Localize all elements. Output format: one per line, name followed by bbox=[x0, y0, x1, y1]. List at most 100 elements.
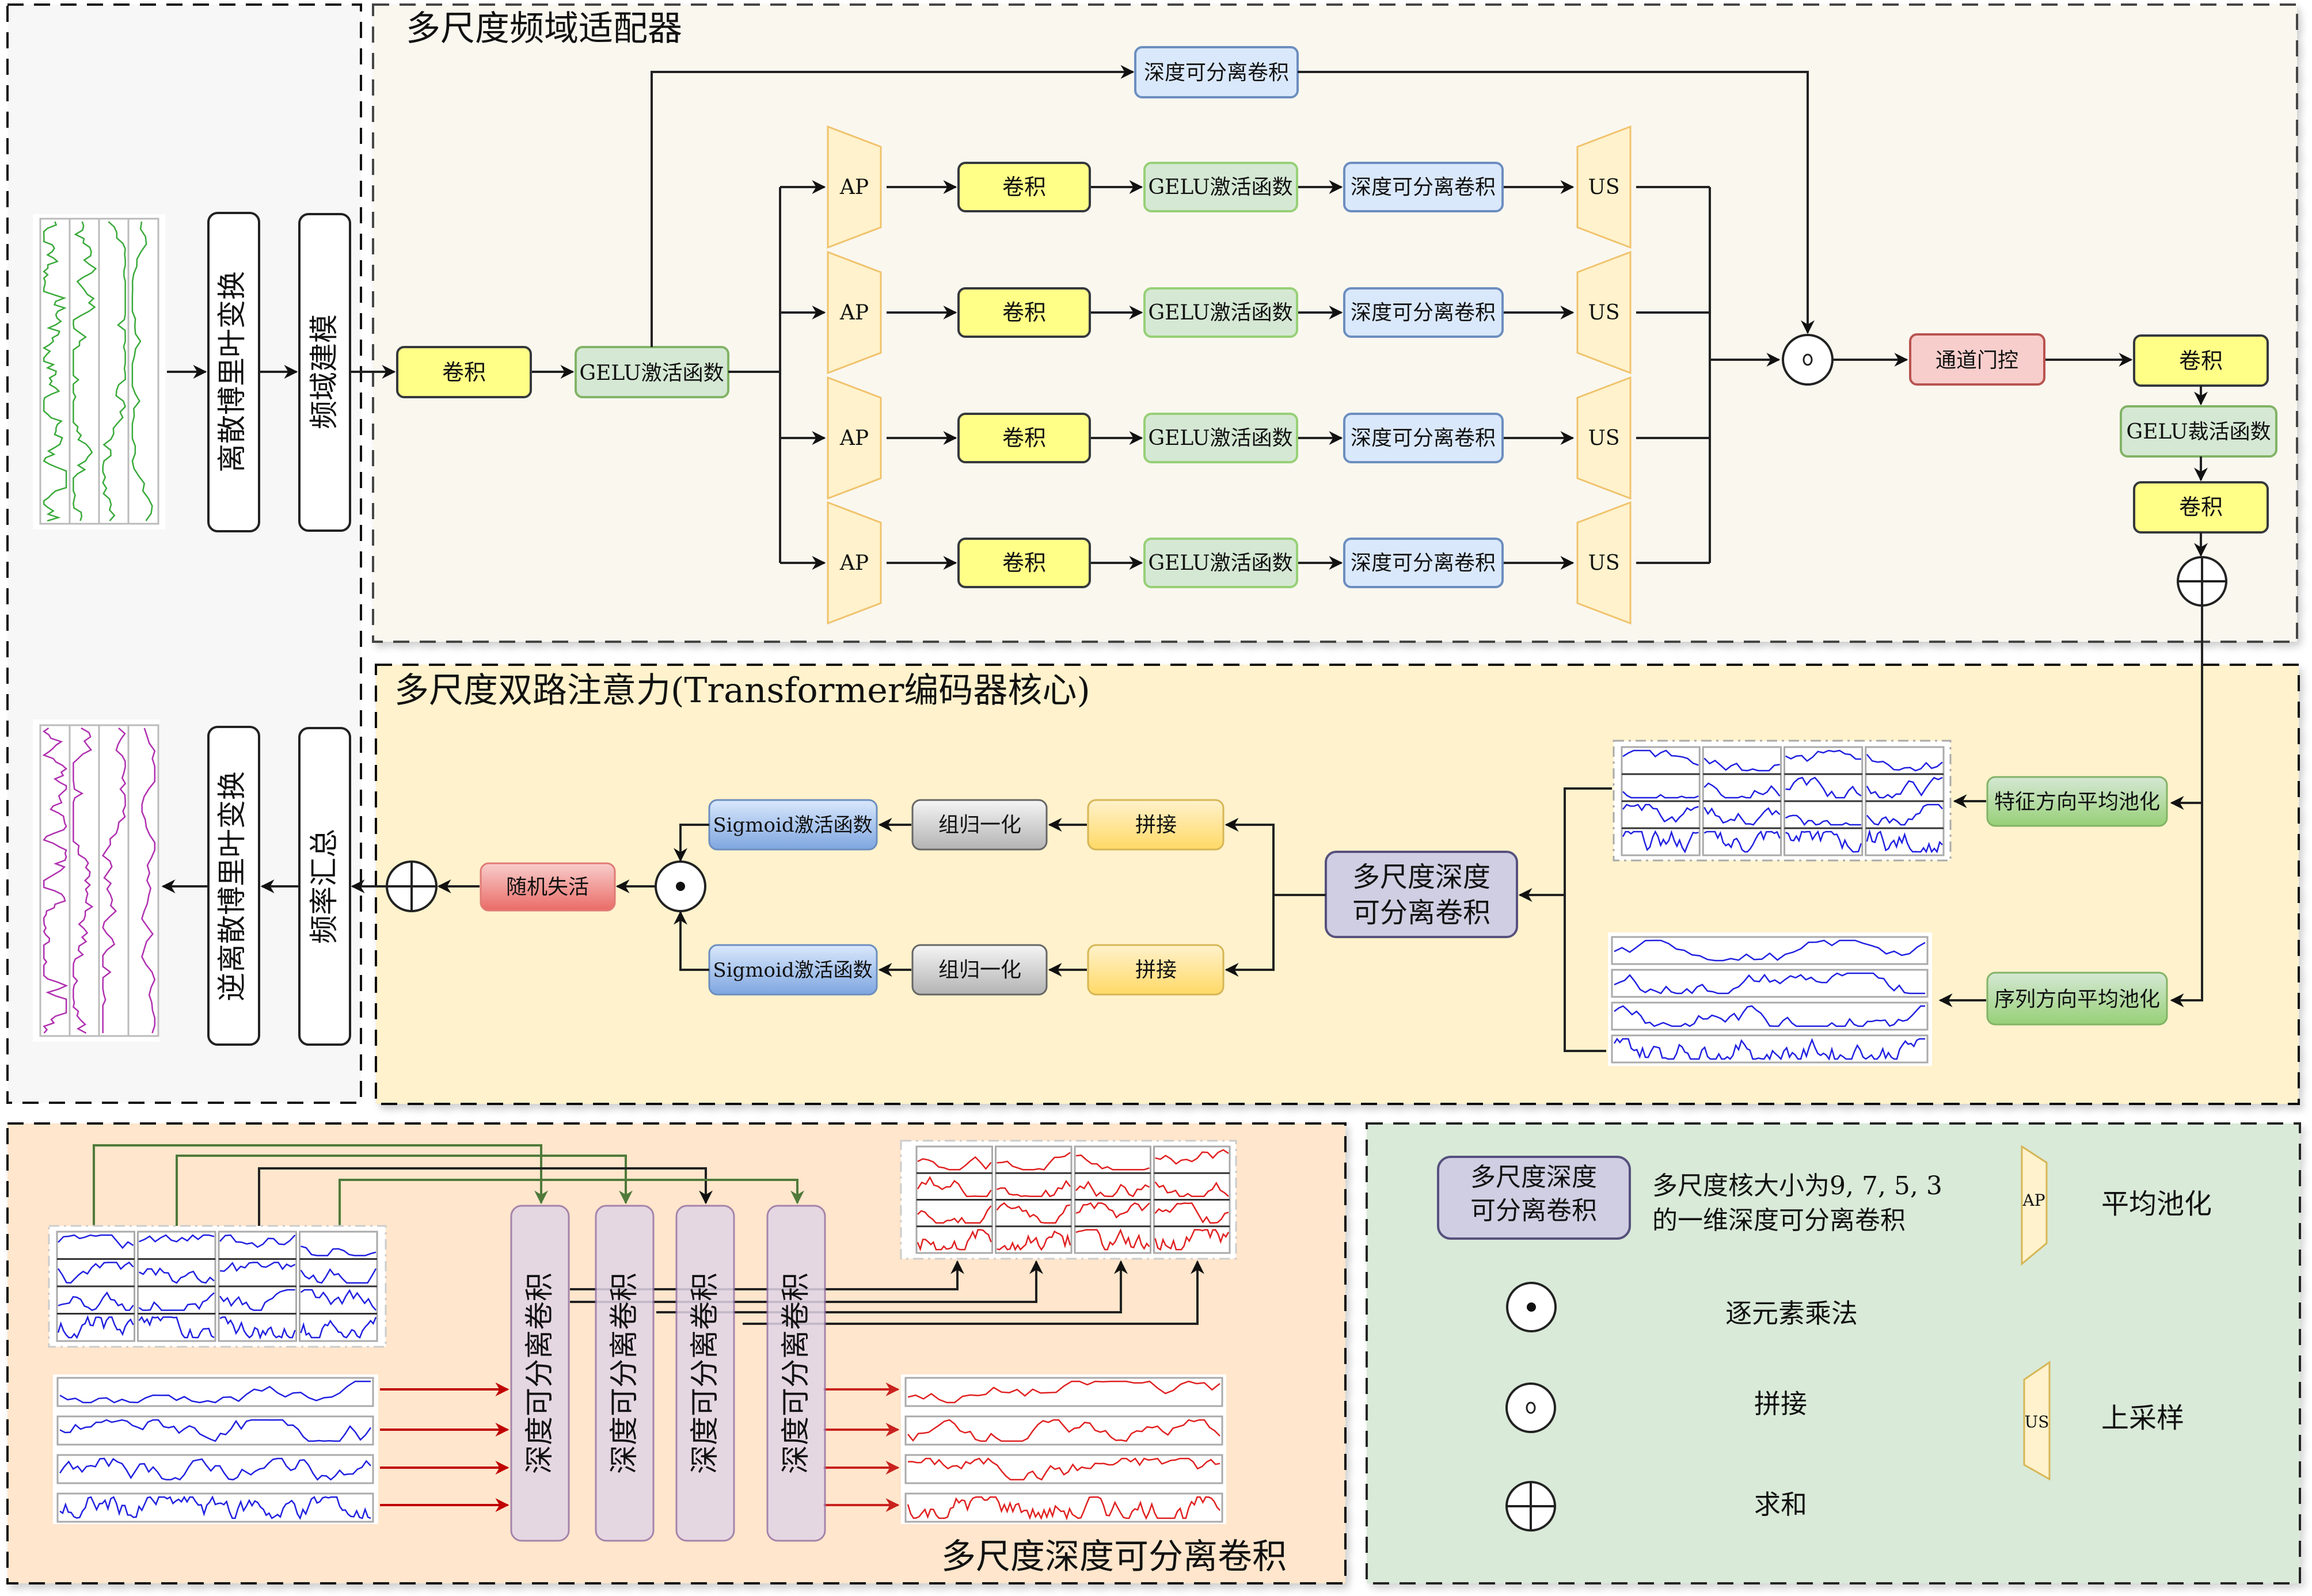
branch-gelu-box[interactable]: GELU激活函数 bbox=[1143, 538, 1298, 588]
signal-trace bbox=[917, 1229, 992, 1252]
signal-trace bbox=[907, 1457, 1220, 1481]
signal-trace bbox=[57, 1261, 134, 1284]
adapter-gelu-out[interactable]: GELU裁活函数 bbox=[2120, 405, 2277, 458]
adapter-top-dsc[interactable]: 深度可分离卷积 bbox=[1134, 46, 1299, 98]
signal-trace bbox=[1614, 1005, 1925, 1027]
adapter-branch: AP 卷积 GELU激活函数 深度可分离卷积 US bbox=[780, 501, 1710, 625]
legend-mul-symbol bbox=[1506, 1282, 1557, 1332]
signal-trace bbox=[59, 1380, 371, 1404]
upsample-label: US bbox=[1588, 301, 1619, 325]
upsample-trapezoid[interactable]: US bbox=[1576, 376, 1632, 500]
branch-conv-box[interactable]: 卷积 bbox=[957, 538, 1091, 588]
signal-trace bbox=[917, 1176, 992, 1197]
signal-trace bbox=[1622, 803, 1699, 823]
legend-us-desc: 上采样 bbox=[2101, 1402, 2184, 1434]
adapter-conv-out1-label: 卷积 bbox=[2179, 348, 2223, 374]
legend-msdsc-line1: 多尺度深度 bbox=[1470, 1163, 1597, 1192]
signal-trace bbox=[907, 1380, 1220, 1404]
legend-ap-symbol: AP bbox=[2021, 1145, 2048, 1266]
upsample-trapezoid[interactable]: US bbox=[1576, 501, 1632, 625]
signal-trace bbox=[1154, 1181, 1229, 1197]
channel-gate-box[interactable]: 通道门控 bbox=[1909, 333, 2045, 386]
branch-conv-box[interactable]: 卷积 bbox=[957, 413, 1091, 463]
signal-trace bbox=[1613, 1037, 1925, 1061]
adapter-gelu-in[interactable]: GELU激活函数 bbox=[575, 346, 729, 398]
adapter-top-dsc-label: 深度可分离卷积 bbox=[1144, 61, 1289, 85]
avg-pool-trapezoid[interactable]: AP bbox=[827, 501, 882, 625]
msdsc-column-label: 深度可分离卷积 bbox=[688, 1273, 721, 1474]
signal-trace bbox=[73, 221, 97, 521]
upper-norm-box[interactable]: 组归一化 bbox=[911, 799, 1048, 851]
dropout-box[interactable]: 随机失活 bbox=[480, 862, 616, 912]
signal-trace bbox=[59, 1457, 371, 1481]
upsample-label: US bbox=[1588, 551, 1619, 575]
dft-box[interactable]: 离散博里叶变换 bbox=[207, 212, 260, 532]
legend-msdsc-line2: 可分离卷积 bbox=[1470, 1196, 1597, 1225]
lower-norm-box[interactable]: 组归一化 bbox=[911, 944, 1048, 996]
avg-pool-trapezoid[interactable]: AP bbox=[827, 125, 882, 249]
adapter-conv-out2-label: 卷积 bbox=[2179, 494, 2223, 520]
msdsc-column[interactable]: 深度可分离卷积 bbox=[595, 1205, 655, 1542]
legend-us-text: US bbox=[2025, 1412, 2049, 1431]
branch-conv-box[interactable]: 卷积 bbox=[957, 287, 1091, 338]
signal-trace bbox=[300, 1289, 377, 1311]
freq-sum-label: 频率汇总 bbox=[307, 829, 341, 944]
lower-concat-box[interactable]: 拼接 bbox=[1087, 944, 1225, 996]
branch-gelu-label: GELU激活函数 bbox=[1148, 301, 1292, 325]
signal-trace bbox=[1622, 791, 1699, 799]
residual-sum-node bbox=[386, 860, 438, 912]
signal-trace bbox=[300, 1317, 377, 1339]
branch-dsc-box[interactable]: 深度可分离卷积 bbox=[1343, 538, 1504, 588]
avg-pool-label: AP bbox=[839, 426, 869, 450]
branch-dsc-label: 深度可分离卷积 bbox=[1351, 551, 1496, 575]
signal-trace bbox=[1154, 1202, 1229, 1224]
adapter-conv-out2[interactable]: 卷积 bbox=[2133, 481, 2269, 534]
lower-sigmoid-box[interactable]: Sigmoid激活函数 bbox=[708, 944, 878, 996]
branch-dsc-box[interactable]: 深度可分离卷积 bbox=[1343, 287, 1504, 338]
upper-concat-box[interactable]: 拼接 bbox=[1087, 799, 1225, 851]
freq-modeling-box[interactable]: 频域建模 bbox=[298, 213, 351, 532]
branch-gelu-label: GELU激活函数 bbox=[1148, 176, 1292, 199]
signal-trace bbox=[1075, 1180, 1150, 1198]
attention-msdsc-box[interactable]: 多尺度深度 可分离卷积 bbox=[1325, 851, 1518, 938]
signal-trace bbox=[917, 1205, 992, 1224]
branch-dsc-box[interactable]: 深度可分离卷积 bbox=[1343, 413, 1504, 463]
idft-box[interactable]: 逆离散博里叶变换 bbox=[207, 726, 260, 1046]
signal-trace bbox=[997, 1230, 1071, 1251]
signal-trace bbox=[1622, 829, 1699, 854]
msdsc-column[interactable]: 深度可分离卷积 bbox=[675, 1205, 735, 1542]
branch-dsc-box[interactable]: 深度可分离卷积 bbox=[1343, 162, 1504, 212]
signal-trace bbox=[300, 1268, 377, 1284]
strip-frame bbox=[904, 1415, 1223, 1446]
branch-gelu-box[interactable]: GELU激活函数 bbox=[1143, 413, 1298, 463]
signal-trace bbox=[138, 1316, 215, 1339]
sequence-pool-box[interactable]: 序列方向平均池化 bbox=[1986, 972, 2168, 1026]
branch-gelu-box[interactable]: GELU激活函数 bbox=[1143, 162, 1298, 212]
legend-msdsc-symbol: 多尺度深度 可分离卷积 bbox=[1437, 1156, 1631, 1240]
branch-conv-box[interactable]: 卷积 bbox=[957, 162, 1091, 212]
msdsc-column[interactable]: 深度可分离卷积 bbox=[766, 1205, 826, 1542]
feature-pool-box[interactable]: 特征方向平均池化 bbox=[1986, 776, 2168, 827]
msdsc-column[interactable]: 深度可分离卷积 bbox=[510, 1205, 570, 1542]
adapter-sum-node bbox=[2177, 556, 2227, 607]
strip-frame bbox=[904, 1492, 1223, 1523]
attention-msdsc-line1: 多尺度深度 bbox=[1352, 861, 1490, 893]
strip-frame bbox=[904, 1454, 1223, 1484]
concat-node bbox=[1782, 334, 1834, 386]
signal-trace bbox=[1622, 749, 1699, 766]
adapter-conv-out1[interactable]: 卷积 bbox=[2133, 334, 2269, 387]
branch-gelu-label: GELU激活函数 bbox=[1148, 551, 1292, 575]
signal-trace bbox=[917, 1156, 992, 1171]
freq-sum-box[interactable]: 频率汇总 bbox=[298, 727, 351, 1046]
branch-gelu-label: GELU激活函数 bbox=[1148, 426, 1292, 450]
upsample-trapezoid[interactable]: US bbox=[1576, 125, 1632, 249]
signal-trace bbox=[59, 1419, 372, 1442]
signal-trace bbox=[57, 1315, 134, 1339]
avg-pool-trapezoid[interactable]: AP bbox=[827, 250, 882, 375]
avg-pool-trapezoid[interactable]: AP bbox=[827, 376, 882, 500]
adapter-branch: AP 卷积 GELU激活函数 深度可分离卷积 US bbox=[780, 125, 1710, 249]
upper-sigmoid-box[interactable]: Sigmoid激活函数 bbox=[708, 799, 878, 851]
upsample-trapezoid[interactable]: US bbox=[1576, 250, 1632, 375]
branch-gelu-box[interactable]: GELU激活函数 bbox=[1143, 287, 1298, 338]
adapter-conv-in[interactable]: 卷积 bbox=[396, 346, 532, 398]
